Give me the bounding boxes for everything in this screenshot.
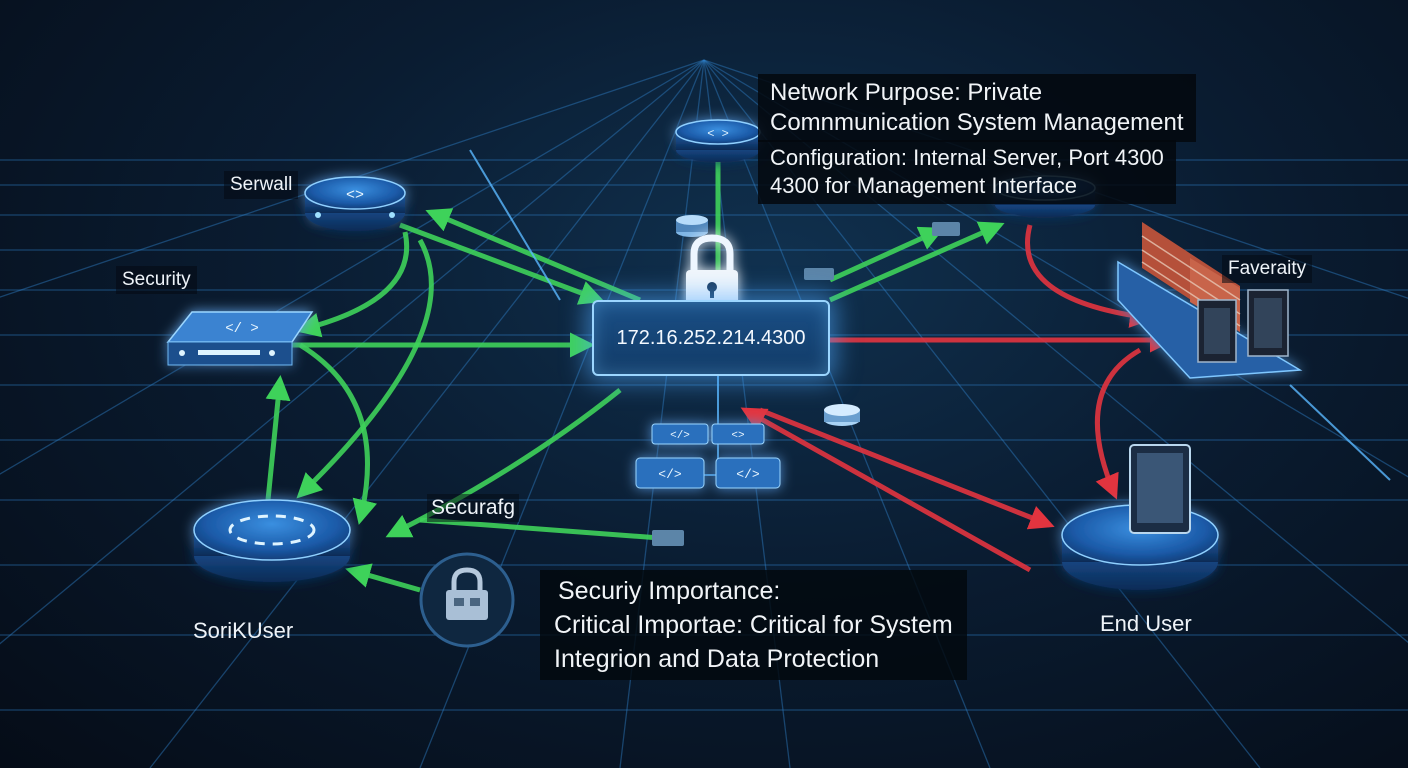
svg-text:</>: </>	[670, 430, 690, 442]
link-sorikuser-to-security	[265, 375, 291, 501]
link-lock-to-sorikuser	[345, 563, 421, 593]
importance-line-2: Integrion and Data Protection	[554, 645, 880, 673]
link-center-to-enduser	[759, 407, 1055, 530]
link-topright-to-firewall	[1025, 224, 1155, 328]
link-security-down	[298, 342, 377, 525]
db-icon-right	[824, 404, 860, 426]
label-sorikuser: SoriKUser	[193, 618, 294, 643]
module-icons: </> <> </> </>	[635, 423, 781, 489]
purpose-line-1: Network Purpose: Private	[770, 79, 1043, 106]
svg-text:</>: </>	[736, 467, 760, 482]
security-importance-panel: Securiy Importance: Critical Importae: C…	[540, 570, 967, 680]
lock-circle-icon	[419, 552, 515, 648]
label-faveraity: Faveraity	[1222, 255, 1313, 283]
link-serwall-to-security	[295, 231, 410, 338]
switch-security[interactable]: </ >	[166, 311, 314, 366]
importance-heading: Securiy Importance:	[558, 577, 781, 605]
insecure-links	[740, 224, 1175, 573]
label-serwall: Serwall	[224, 171, 299, 199]
svg-text:< >: < >	[707, 127, 729, 141]
purpose-line-2: Comnmunication System Management	[770, 109, 1184, 136]
svg-text:</ >: </ >	[225, 321, 259, 337]
configuration-panel: Configuration: Internal Server, Port 430…	[758, 140, 1176, 204]
db-icon-top	[676, 215, 708, 237]
router-top-center[interactable]: < >	[675, 119, 761, 162]
link-securafg	[419, 517, 661, 541]
svg-text:<>: <>	[731, 430, 744, 442]
server-rack-icon	[1197, 289, 1289, 363]
link-serwall-to-sorikuser	[296, 238, 434, 499]
router-serwall[interactable]: <>	[304, 176, 406, 231]
label-end-user: End User	[1100, 611, 1192, 636]
config-line-1: Configuration: Internal Server, Port 430…	[770, 145, 1164, 170]
network-purpose-panel: Network Purpose: Private Comnmunication …	[758, 74, 1196, 142]
label-securafg: Securafg	[427, 494, 520, 522]
link-firewall-to-enduser	[1095, 347, 1142, 500]
link-center-to-switch	[828, 226, 945, 283]
small-switch-icons	[652, 222, 960, 546]
config-line-2: 4300 for Management Interface	[770, 173, 1077, 198]
secure-links	[265, 150, 1005, 593]
link-center-to-topright	[828, 221, 1005, 303]
link-center-to-serwall	[425, 208, 641, 303]
router-sorikuser[interactable]	[193, 499, 351, 582]
center-ip-box[interactable]: 172.16.252.214.4300	[592, 300, 830, 376]
link-serwall-to-center	[399, 222, 605, 305]
link-enduser-to-center	[740, 407, 1032, 573]
svg-text:</>: </>	[658, 467, 682, 482]
firewall-node[interactable]	[1117, 222, 1303, 379]
tablet-icon	[1129, 444, 1191, 534]
svg-text:<>: <>	[346, 187, 364, 204]
importance-line-1: Critical Importae: Critical for System	[554, 611, 953, 639]
label-security: Security	[116, 266, 197, 294]
